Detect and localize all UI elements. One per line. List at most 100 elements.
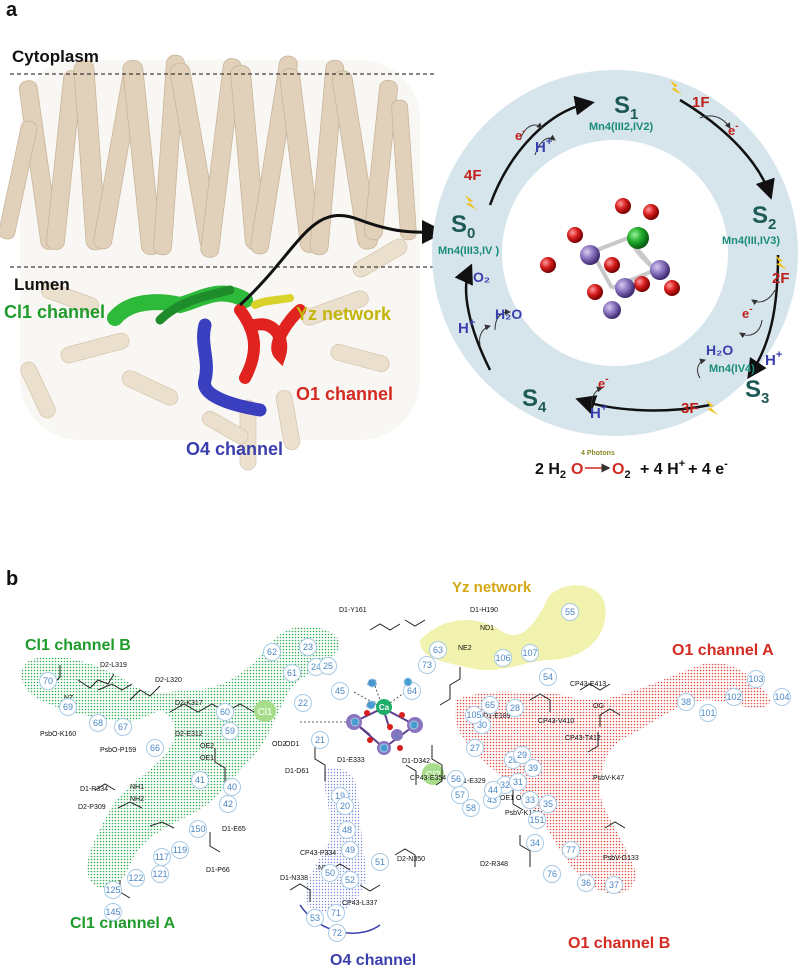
water-node: 106 (494, 649, 512, 667)
water-node: 104 (773, 688, 791, 706)
calcium-atom (627, 227, 649, 249)
residue-label: PsbV-G133 (603, 855, 639, 862)
water-circle (127, 869, 145, 887)
water-circle (104, 903, 122, 921)
water-circle (331, 682, 349, 700)
water-circle (366, 700, 376, 710)
water-label: 38 (681, 697, 691, 707)
proton-label: H+ (590, 402, 607, 422)
water-circle (223, 778, 241, 796)
residue-label: D1-D61 (285, 768, 309, 775)
water-circle (283, 664, 301, 682)
water-circle (114, 718, 132, 736)
panel-a: a (0, 0, 798, 481)
water-label: 53 (310, 913, 320, 923)
state-s0: S0 (451, 211, 475, 242)
water-node: 52 (341, 871, 359, 889)
water-label: 43 (487, 795, 497, 805)
water-label: 26 (508, 755, 518, 765)
water-node: 47 (366, 700, 376, 710)
cycle-arrow-s3-s4 (575, 395, 711, 415)
oxygen-atom (540, 257, 556, 273)
cl1-channel-b-title: Cl1 channel B (25, 637, 131, 654)
water-node: 73 (418, 656, 436, 674)
oxygen-atom (634, 276, 650, 292)
residue-label: CP43-P334 (300, 850, 336, 857)
water-label: 35 (543, 799, 553, 809)
water-circle (219, 795, 237, 813)
water-circle (561, 603, 579, 621)
residue-label: D2-N350 (397, 856, 425, 863)
water-label: 3 (411, 720, 416, 730)
o1-channel-tube (234, 304, 306, 384)
residue-label: NH1 (130, 784, 144, 791)
water-label: H₂O (495, 306, 522, 322)
o1-channel-a-title: O1 channel A (672, 642, 774, 659)
water-circle (367, 678, 377, 688)
water-circle (294, 694, 312, 712)
water-circle (747, 670, 765, 688)
water-node: 119 (171, 841, 189, 859)
water-label: 45 (335, 686, 345, 696)
residue-label: D1-Y161 (339, 607, 367, 614)
water-node: 28 (506, 699, 524, 717)
electron-label: e- (742, 304, 753, 321)
water-node: 35 (539, 795, 557, 813)
water-node: 48 (338, 821, 356, 839)
water-label: 122 (128, 873, 143, 883)
svg-text:2 H2: 2 H2 (535, 461, 566, 481)
water-node: 59 (221, 722, 239, 740)
water-circle (539, 668, 557, 686)
manganese-atom (650, 260, 670, 280)
water-circle (494, 649, 512, 667)
residue-label: NE2 (458, 645, 472, 652)
oxygen-atom (604, 257, 620, 273)
water-label: 40 (227, 782, 237, 792)
water-label: 2 (352, 717, 357, 727)
water-node: 69 (59, 698, 77, 716)
water-label: 69 (63, 702, 73, 712)
water-node: 2 (350, 717, 360, 727)
yz-network-title: Yz network (452, 579, 532, 596)
cl1-channel-surface (21, 626, 341, 889)
water-circle (509, 773, 527, 791)
residue-label: OE2 (200, 743, 214, 750)
water-node: 67 (114, 718, 132, 736)
water-circle (299, 638, 317, 656)
proton-label: H+ (458, 317, 475, 337)
water-label: 105 (466, 710, 481, 720)
water-circle (462, 799, 480, 817)
residue-label: D2-L320 (155, 677, 182, 684)
residue-label: PsbO-P159 (100, 747, 136, 754)
flash-2f: 2F (772, 270, 790, 287)
water-circle (39, 672, 57, 690)
water-node: 121 (151, 865, 169, 883)
water-label: 32 (500, 780, 510, 790)
water-circle (484, 781, 502, 799)
o1-channel-b-title: O1 channel B (568, 935, 670, 952)
water-label: 57 (455, 790, 465, 800)
residue-label: CP43-E354 (410, 775, 446, 782)
water-circle (336, 797, 354, 815)
water-circle (216, 703, 234, 721)
cycle-arrow-s1-s2 (679, 98, 775, 200)
water-circle (171, 841, 189, 859)
water-node: 55 (561, 603, 579, 621)
water-label: 65 (485, 700, 495, 710)
cycle-arrow-s0-s1 (488, 95, 595, 206)
state-s2: S2 (752, 202, 776, 233)
lightning-icon (465, 195, 477, 210)
water-label: 54 (543, 672, 553, 682)
water-node: 38 (677, 693, 695, 711)
water-circle (725, 688, 743, 706)
water-label: 31 (513, 777, 523, 787)
water-circle (528, 811, 546, 829)
lightning-icon (775, 255, 787, 270)
electron-label: e- (515, 126, 526, 143)
water-label: 107 (522, 648, 537, 658)
water-label: 48 (342, 825, 352, 835)
water-node: 151 (528, 811, 546, 829)
manganese-atom (391, 729, 403, 741)
water-label: 25 (323, 661, 333, 671)
